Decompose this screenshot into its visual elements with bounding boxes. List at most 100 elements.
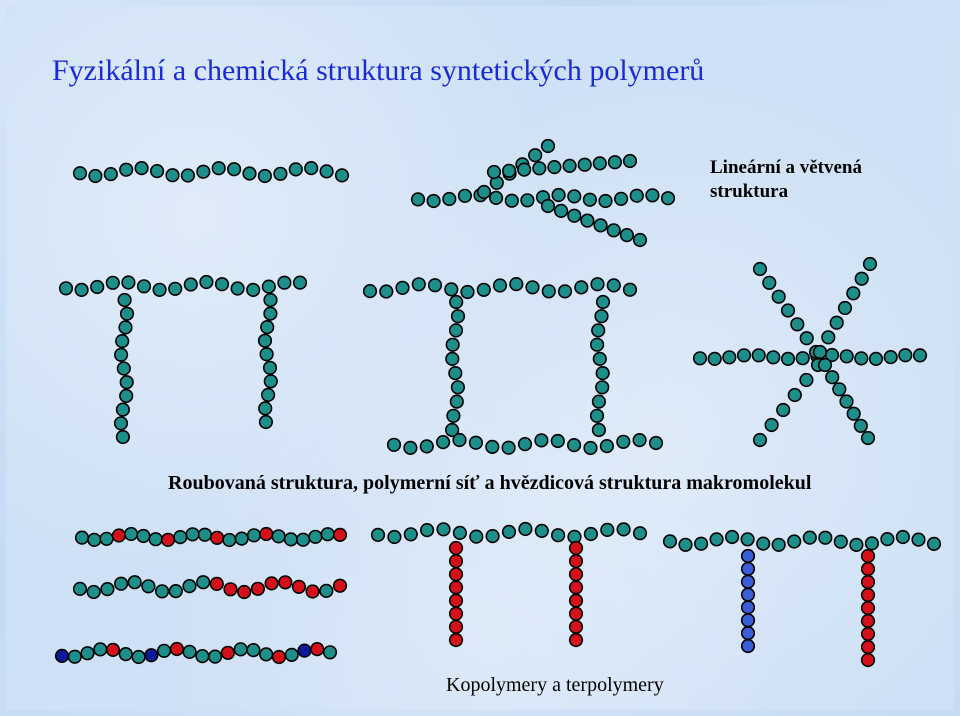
monomer-bead	[183, 277, 198, 292]
monomer-bead	[752, 261, 768, 277]
monomer-bead	[821, 330, 836, 345]
monomer-bead	[165, 168, 180, 183]
monomer-bead	[157, 643, 172, 658]
monomer-bead	[833, 534, 848, 549]
monomer-bead	[582, 192, 598, 207]
monomer-bead	[568, 553, 584, 569]
monomer-bead	[444, 282, 459, 297]
monomer-bead	[607, 155, 623, 170]
monomer-bead	[567, 189, 582, 204]
monomer-bead	[115, 402, 130, 417]
monomer-bead	[119, 306, 135, 321]
graft-copolymer-red	[370, 521, 648, 648]
monomer-bead	[832, 382, 847, 397]
monomer-bead	[771, 289, 786, 304]
monomer-bead	[751, 348, 766, 363]
monomer-bead	[613, 191, 629, 206]
monomer-bead	[113, 576, 129, 591]
monomer-bead	[209, 576, 224, 592]
monomer-bead	[766, 350, 781, 365]
monomer-bead	[692, 351, 708, 366]
monomer-bead	[308, 529, 323, 544]
monomer-bead	[583, 440, 598, 456]
monomer-bead	[448, 567, 464, 582]
monomer-bead	[509, 277, 524, 292]
monomer-bead	[54, 648, 70, 664]
monomer-bead	[854, 271, 869, 286]
linear-chain	[72, 161, 350, 184]
monomer-bead	[227, 162, 242, 177]
monomer-bead	[141, 579, 156, 594]
monomer-bead	[662, 534, 678, 549]
monomer-bead	[632, 526, 648, 541]
monomer-bead	[196, 575, 211, 590]
monomer-bead	[118, 320, 133, 335]
monomer-bead	[446, 408, 461, 423]
monomer-bead	[860, 548, 876, 564]
monomer-bead	[119, 388, 134, 404]
monomer-bead	[445, 422, 460, 438]
monomer-bead	[115, 334, 130, 349]
monomer-bead	[740, 548, 756, 564]
monomer-bead	[445, 351, 460, 367]
monomer-bead	[740, 600, 756, 615]
monomer-bead	[448, 580, 464, 595]
monomer-bead	[485, 439, 500, 455]
monomer-bead	[460, 284, 475, 300]
monomer-bead	[185, 527, 200, 542]
monomer-bead	[278, 575, 293, 590]
monomer-bead	[589, 408, 605, 423]
slide-title: Fyzikální a chemická struktura syntetick…	[52, 54, 705, 87]
monomer-bead	[246, 282, 261, 298]
monomer-bead	[632, 433, 647, 448]
monomer-bead	[846, 406, 861, 421]
monomer-bead	[442, 191, 457, 207]
monomer-bead	[590, 277, 605, 292]
monomer-bead	[87, 532, 102, 548]
monomer-bead	[740, 638, 756, 654]
monomer-bead	[118, 646, 133, 662]
monomer-bead	[297, 643, 312, 658]
monomer-bead	[501, 524, 517, 540]
monomer-bead	[568, 593, 584, 608]
label-graft-network-star: Roubovaná struktura, polymerní síť a hvě…	[168, 472, 812, 494]
monomer-bead	[395, 280, 410, 295]
monomer-bead	[860, 626, 876, 642]
monomer-bead	[469, 529, 484, 544]
monomer-bead	[246, 528, 262, 543]
monomer-bead	[271, 649, 287, 665]
monomer-bead	[517, 162, 532, 177]
monomer-bead	[547, 160, 562, 175]
monomer-bead	[182, 578, 197, 594]
monomer-bead	[780, 351, 796, 367]
monomer-bead	[168, 281, 183, 296]
monomer-bead	[113, 416, 129, 431]
monomer-bead	[72, 581, 88, 597]
monomer-bead	[780, 303, 796, 318]
monomer-bead	[606, 223, 621, 238]
monomer-bead	[534, 523, 549, 539]
monomer-bead	[410, 192, 426, 207]
monomer-bead	[541, 284, 556, 299]
monomer-bead	[448, 553, 464, 569]
monomer-bead	[448, 540, 464, 556]
monomer-bead	[616, 434, 631, 449]
monomer-bead	[898, 348, 913, 363]
label-linear-branched: Lineární a větvená struktura	[710, 156, 862, 204]
monomer-bead	[322, 645, 338, 660]
monomer-bead	[261, 387, 276, 403]
monomer-bead	[574, 280, 589, 295]
monomer-bead	[242, 166, 257, 181]
monomer-bead	[860, 587, 876, 603]
monomer-bead	[862, 256, 878, 272]
monomer-bead	[632, 232, 648, 248]
monomer-bead	[740, 613, 756, 628]
monomer-bead	[551, 187, 566, 203]
monomer-bead	[115, 429, 130, 445]
monomer-bead	[501, 440, 516, 455]
monomer-bead	[829, 315, 844, 330]
label-linear-branched-line2: struktura	[710, 181, 789, 202]
monomer-bead	[124, 526, 139, 542]
monomer-bead	[592, 351, 607, 367]
monomer-bead	[864, 536, 880, 551]
